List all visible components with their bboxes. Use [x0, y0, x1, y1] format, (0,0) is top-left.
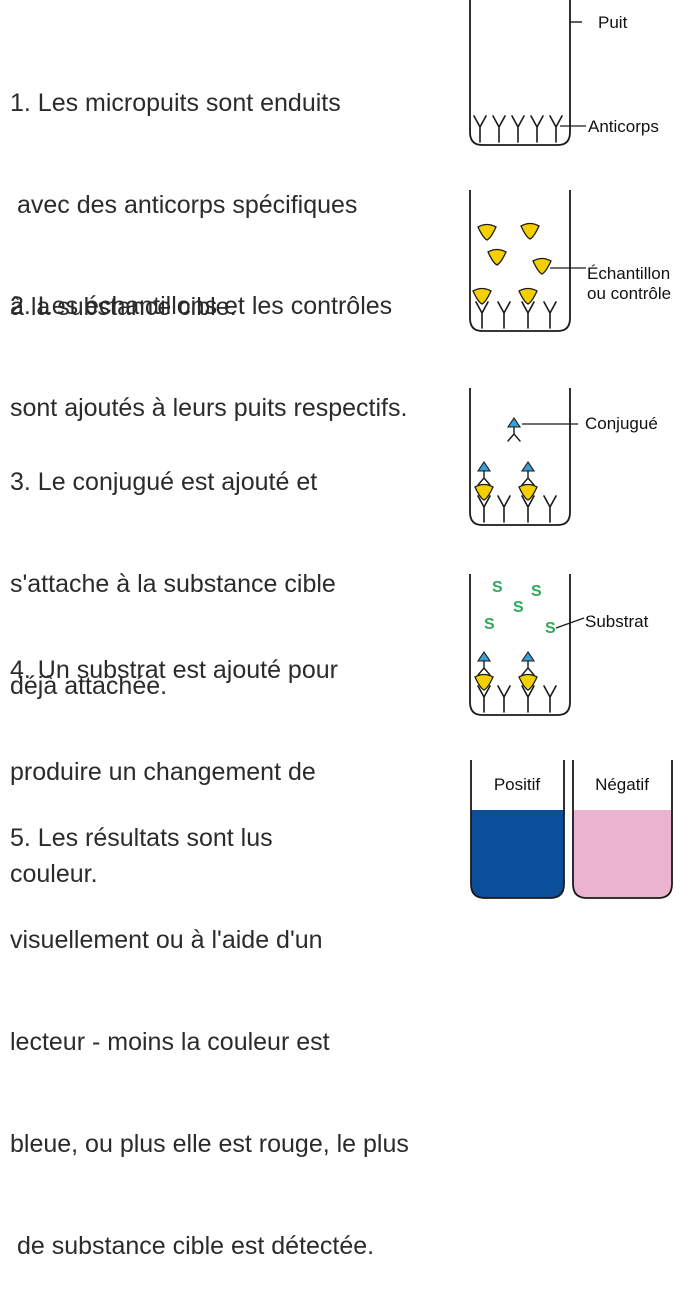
step-4-line-3: couleur. [10, 860, 98, 888]
well-3 [469, 388, 571, 526]
step-1-line-3: à la substance cible. [10, 293, 237, 321]
substrate-s-4: S [484, 616, 495, 633]
label-sample-line2: ou contrôle [587, 284, 671, 303]
step-2-text: 2. Les échantillons et les contrôles son… [10, 221, 407, 459]
well-4: S S S S S [469, 574, 571, 716]
substrate-s-2: S [531, 583, 542, 600]
step-5-line-3: lecteur - moins la couleur est [10, 1028, 330, 1056]
result-well-positive: Positif [470, 760, 565, 899]
label-antibodies: Anticorps [588, 117, 659, 136]
step-3-line-3: déjà attachée. [10, 672, 168, 700]
label-conjugate: Conjugué [585, 414, 658, 433]
substrate-s-1: S [492, 579, 503, 596]
step-5-line-4: bleue, ou plus elle est rouge, le plus [10, 1130, 409, 1158]
label-positive: Positif [494, 775, 541, 794]
step-1-text: 1. Les micropuits sont enduits avec des … [10, 18, 357, 358]
step-5-line-1: 5. Les résultats sont lus [10, 824, 273, 852]
label-well: Puit [598, 13, 628, 32]
step-3-line-1: 3. Le conjugué est ajouté et [10, 468, 318, 496]
step-5-line-5: de substance cible est détectée. [10, 1232, 375, 1260]
step-4-line-1: 4. Un substrat est ajouté pour [10, 656, 338, 684]
well-2 [469, 190, 571, 332]
result-well-negative: Négatif [572, 760, 673, 899]
substrate-s-5: S [545, 620, 556, 637]
step-5-line-2: visuellement ou à l'aide d'un [10, 926, 323, 954]
elisa-diagram: Puit Anticorps Échantillon ou contrôle C… [469, 0, 673, 899]
step-3-line-2: s'attache à la substance cible [10, 570, 336, 598]
substrate-s-3: S [513, 599, 524, 616]
step-2-line-1: 2. Les échantillons et les contrôles [10, 292, 393, 320]
step-1-line-1: 1. Les micropuits sont enduits [10, 89, 341, 117]
step-4-line-2: produire un changement de [10, 758, 316, 786]
step-2-line-2: sont ajoutés à leurs puits respectifs. [10, 394, 408, 422]
well-1 [469, 0, 571, 146]
step-4-text: 4. Un substrat est ajouté pour produire … [10, 585, 338, 925]
label-substrate: Substrat [585, 612, 649, 631]
label-negative: Négatif [595, 775, 649, 794]
step-3-text: 3. Le conjugué est ajouté et s'attache à… [10, 397, 336, 737]
step-1-line-2: avec des anticorps spécifiques [10, 191, 358, 219]
label-sample-line1: Échantillon [587, 264, 670, 283]
